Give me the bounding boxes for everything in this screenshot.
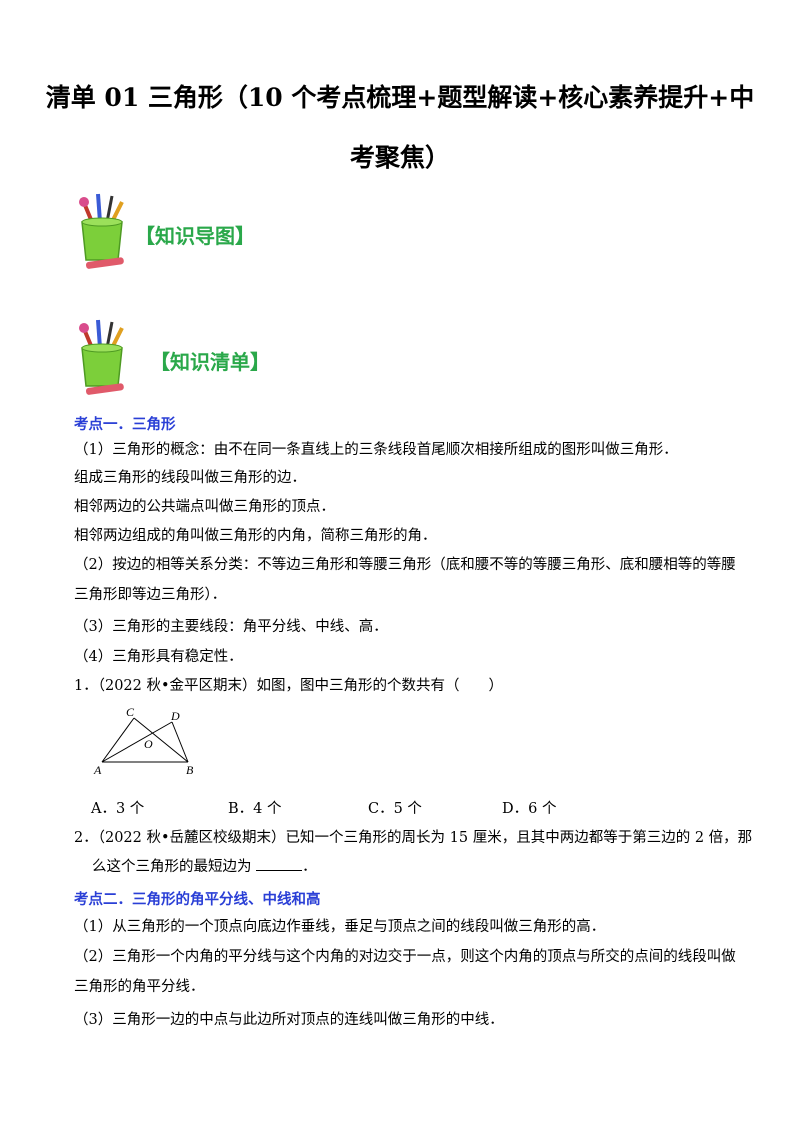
paragraph: （1）从三角形的一个顶点向底边作垂线，垂足与顶点之间的线段叫做三角形的高．: [74, 919, 606, 935]
vertex-label: O: [144, 737, 153, 751]
document-title-line2: 考聚焦）: [349, 143, 450, 172]
pencil-cup-icon: [79, 319, 124, 395]
document-title-line1: 清单 01 三角形（10 个考点梳理+题型解读+核心素养提升+中: [45, 83, 755, 112]
answer-blank[interactable]: [256, 858, 303, 871]
question-2-text: 2．（2022 秋•岳麓区校级期末）已知一个三角形的周长为 15 厘米，且其中两…: [74, 830, 753, 846]
option-b[interactable]: B．4 个: [228, 801, 282, 817]
mindmap-banner: 【知识导图】: [72, 192, 372, 272]
option-c[interactable]: C．5 个: [368, 801, 422, 817]
paragraph: 组成三角形的线段叫做三角形的边．: [74, 470, 306, 486]
vertex-label: C: [126, 705, 135, 719]
question-2-suffix: ．: [302, 859, 317, 875]
paragraph: （2）三角形一个内角的平分线与这个内角的对边交于一点，则这个内角的顶点与所交的点…: [74, 949, 736, 965]
option-d[interactable]: D．6 个: [502, 801, 557, 817]
question-2-text-cont: 么这个三角形的最短边为 ．: [92, 857, 772, 877]
triangle-figure: C D O A B: [93, 705, 194, 777]
section-heading: 考点二．三角形的角平分线、中线和高: [74, 892, 321, 908]
pencil-cup-icon: [79, 193, 124, 269]
vertex-label: A: [93, 763, 102, 777]
question-2-prefix: 么这个三角形的最短边为: [92, 859, 252, 875]
paragraph: 三角形的角平分线．: [74, 979, 205, 995]
paragraph: 相邻两边的公共端点叫做三角形的顶点．: [74, 499, 335, 515]
paragraph: 相邻两边组成的角叫做三角形的内角，简称三角形的角．: [74, 528, 437, 544]
paragraph: （3）三角形一边的中点与此边所对顶点的连线叫做三角形的中线．: [74, 1012, 504, 1028]
checklist-banner-label: 【知识清单】: [150, 350, 270, 374]
mindmap-banner-label: 【知识导图】: [135, 224, 255, 248]
question-1-text: 1．（2022 秋•金平区期末）如图，图中三角形的个数共有（ ）: [74, 678, 504, 694]
option-a[interactable]: A．3 个: [91, 801, 145, 817]
paragraph: （3）三角形的主要线段：角平分线、中线、高．: [74, 619, 388, 635]
paragraph: 三角形即等边三角形）．: [74, 587, 227, 603]
vertex-label: D: [170, 709, 180, 723]
section-heading: 考点一．三角形: [74, 417, 176, 433]
vertex-label: B: [186, 763, 194, 777]
paragraph: （4）三角形具有稳定性．: [74, 649, 243, 665]
paragraph: （1）三角形的概念：由不在同一条直线上的三条线段首尾顺次相接所组成的图形叫做三角…: [74, 442, 678, 458]
paragraph: （2）按边的相等关系分类：不等边三角形和等腰三角形（底和腰不等的等腰三角形、底和…: [74, 557, 736, 573]
checklist-banner: 【知识清单】: [72, 318, 372, 398]
